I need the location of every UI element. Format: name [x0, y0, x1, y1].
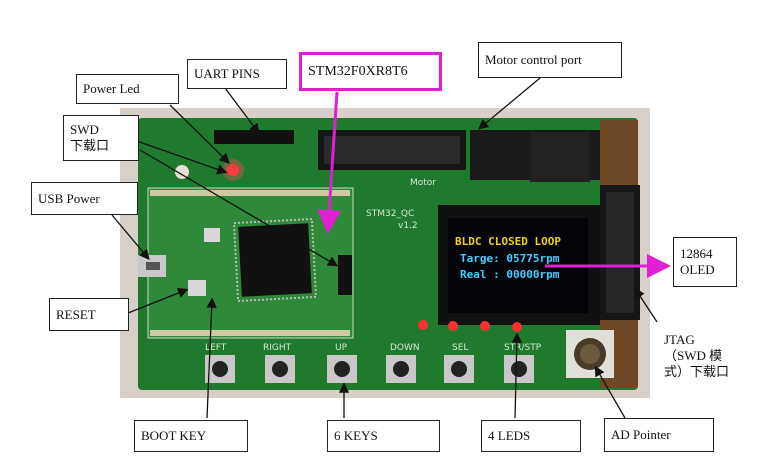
callout-ad-pointer-text: AD Pointer — [611, 427, 671, 442]
mounting-hole — [175, 165, 189, 179]
callout-oled-text-2: OLED — [680, 262, 715, 277]
callout-power-led-text: Power Led — [83, 81, 140, 96]
callout-motor-port-text: Motor control port — [485, 52, 582, 67]
callout-boot-key: BOOT KEY — [134, 420, 248, 452]
callout-jtag: JTAG （SWD 模 式）下载口 — [658, 322, 766, 390]
swd-header — [338, 255, 352, 295]
silk-version-label: v1.2 — [398, 221, 418, 231]
callout-six-keys: 6 KEYS — [327, 420, 440, 452]
callout-usb-power-text: USB Power — [38, 190, 100, 206]
callout-boot-key-text: BOOT KEY — [141, 428, 207, 443]
power-led — [227, 164, 239, 176]
svg-text:RIGHT: RIGHT — [263, 343, 292, 353]
pointer-lines — [99, 77, 658, 419]
svg-text:STR/STP: STR/STP — [504, 343, 542, 353]
callout-uart-pins-text: UART PINS — [194, 66, 260, 81]
callout-oled-text-1: 12864 — [680, 246, 713, 261]
module-button — [204, 228, 220, 242]
callout-jtag-text-1: JTAG — [664, 332, 695, 347]
callout-jtag-text-2: （SWD 模 — [664, 348, 723, 363]
callout-swd-text-1: SWD — [70, 122, 99, 137]
callout-mcu-text: STM32F0XR8T6 — [308, 63, 408, 79]
key-silk-labels: LEFT RIGHT UP DOWN SEL STR/STP — [205, 343, 542, 353]
oled-line-target: Targe: 05775rpm — [460, 252, 560, 265]
pink-pointer-lines — [317, 91, 671, 278]
callout-reset: RESET — [49, 298, 129, 331]
callout-swd-text-2: 下载口 — [70, 138, 110, 153]
callout-mcu: STM32F0XR8T6 — [299, 52, 442, 91]
callout-jtag-text-3: 式）下载口 — [664, 364, 730, 379]
callout-ad-pointer: AD Pointer — [604, 418, 714, 452]
callout-uart-pins: UART PINS — [187, 59, 287, 89]
callout-power-led: Power Led — [76, 74, 179, 104]
motor-connector-pins — [470, 130, 600, 182]
uart-header — [214, 130, 294, 144]
silk-model-label: STM32_QC — [366, 209, 414, 219]
svg-text:DOWN: DOWN — [390, 343, 420, 353]
svg-text:SEL: SEL — [452, 343, 468, 353]
stm32-mcu-chip — [238, 223, 312, 297]
key-row — [205, 355, 534, 383]
oled-line-title: BLDC CLOSED LOOP — [455, 235, 561, 248]
silk-motor-label: Motor — [410, 178, 436, 188]
oled-line-real: Real : 00000rpm — [460, 268, 560, 281]
svg-text:UP: UP — [335, 343, 348, 353]
callout-six-keys-text: 6 KEYS — [334, 428, 378, 443]
reset-button — [188, 280, 206, 296]
callout-four-leds: 4 LEDS — [481, 420, 581, 452]
callout-oled: 12864 OLED — [673, 237, 737, 287]
callout-four-leds-text: 4 LEDS — [488, 428, 531, 443]
callout-motor-port: Motor control port — [478, 42, 622, 78]
svg-text:LEFT: LEFT — [205, 343, 227, 353]
callout-reset-text: RESET — [56, 306, 96, 322]
callout-swd: SWD 下载口 — [63, 115, 139, 161]
callout-usb-power: USB Power — [31, 182, 138, 215]
mcu-module-header-pins — [150, 190, 350, 336]
led-row — [418, 320, 522, 332]
motor-connector-slot — [324, 136, 460, 164]
